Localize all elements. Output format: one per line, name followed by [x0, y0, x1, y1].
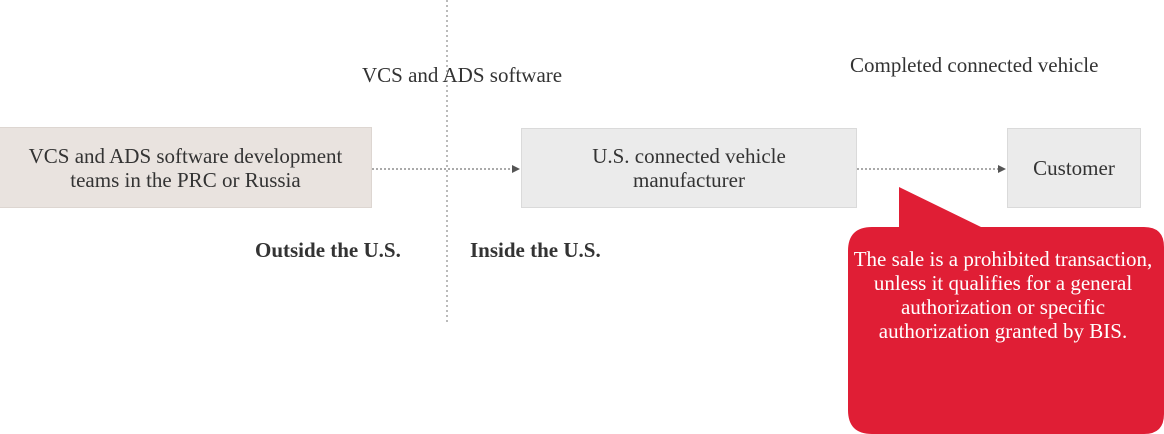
customer-box: Customer: [1007, 128, 1141, 208]
software-flow-label: VCS and ADS software: [362, 63, 563, 87]
callout-text: The sale is a prohibited transaction, un…: [853, 247, 1153, 343]
source-dev-teams-label: VCS and ADS software development teams i…: [28, 143, 343, 192]
source-dev-teams-box: VCS and ADS software development teams i…: [0, 127, 372, 208]
region-inside-label: Inside the U.S.: [470, 238, 601, 262]
us-manufacturer-label: U.S. connected vehicle manufacturer: [592, 144, 786, 192]
customer-label: Customer: [1033, 156, 1115, 180]
callout-bubble: [848, 187, 1164, 434]
region-outside-label: Outside the U.S.: [255, 238, 401, 262]
us-manufacturer-box: U.S. connected vehicle manufacturer: [521, 128, 857, 208]
vehicle-flow-label: Completed connected vehicle: [850, 53, 1099, 77]
